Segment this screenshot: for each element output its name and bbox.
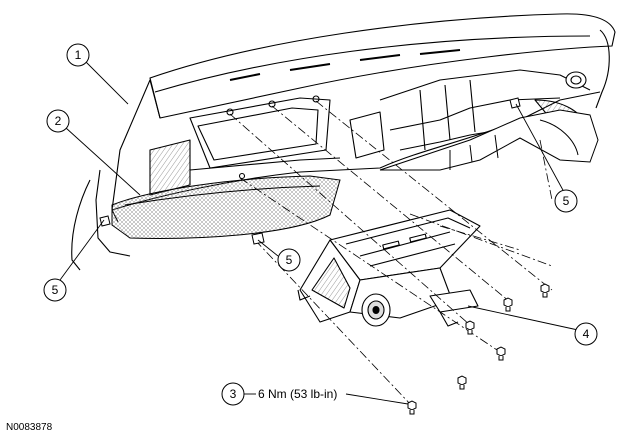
svg-text:5: 5 bbox=[563, 194, 570, 208]
lower-duct-cover bbox=[111, 175, 341, 239]
callout-4: 4 bbox=[574, 322, 598, 346]
nut bbox=[503, 297, 513, 312]
callout-1: 1 bbox=[66, 43, 90, 67]
svg-text:2: 2 bbox=[55, 114, 62, 128]
figure-id: N0083878 bbox=[6, 422, 53, 433]
svg-text:5: 5 bbox=[52, 283, 59, 297]
leader-lines bbox=[59, 61, 579, 405]
nut bbox=[457, 375, 467, 390]
callout-5-right: 5 bbox=[554, 189, 578, 213]
callout-3: 3 bbox=[221, 382, 245, 406]
nut bbox=[465, 320, 475, 335]
callout-2: 2 bbox=[46, 109, 70, 133]
mounting-nuts bbox=[407, 283, 550, 415]
nut bbox=[407, 400, 417, 415]
passenger-airbag-module bbox=[297, 209, 481, 327]
torque-spec-label: 6 Nm (53 lb-in) bbox=[258, 387, 337, 401]
retaining-clip bbox=[99, 97, 521, 245]
svg-text:5: 5 bbox=[286, 253, 293, 267]
right-duct bbox=[379, 109, 599, 171]
svg-text:3: 3 bbox=[230, 387, 237, 401]
callout-5-middle: 5 bbox=[277, 248, 301, 272]
svg-text:1: 1 bbox=[75, 48, 82, 62]
callout-5-left: 5 bbox=[43, 278, 67, 302]
svg-text:4: 4 bbox=[583, 327, 590, 341]
nut bbox=[540, 283, 550, 298]
nut bbox=[496, 346, 506, 361]
